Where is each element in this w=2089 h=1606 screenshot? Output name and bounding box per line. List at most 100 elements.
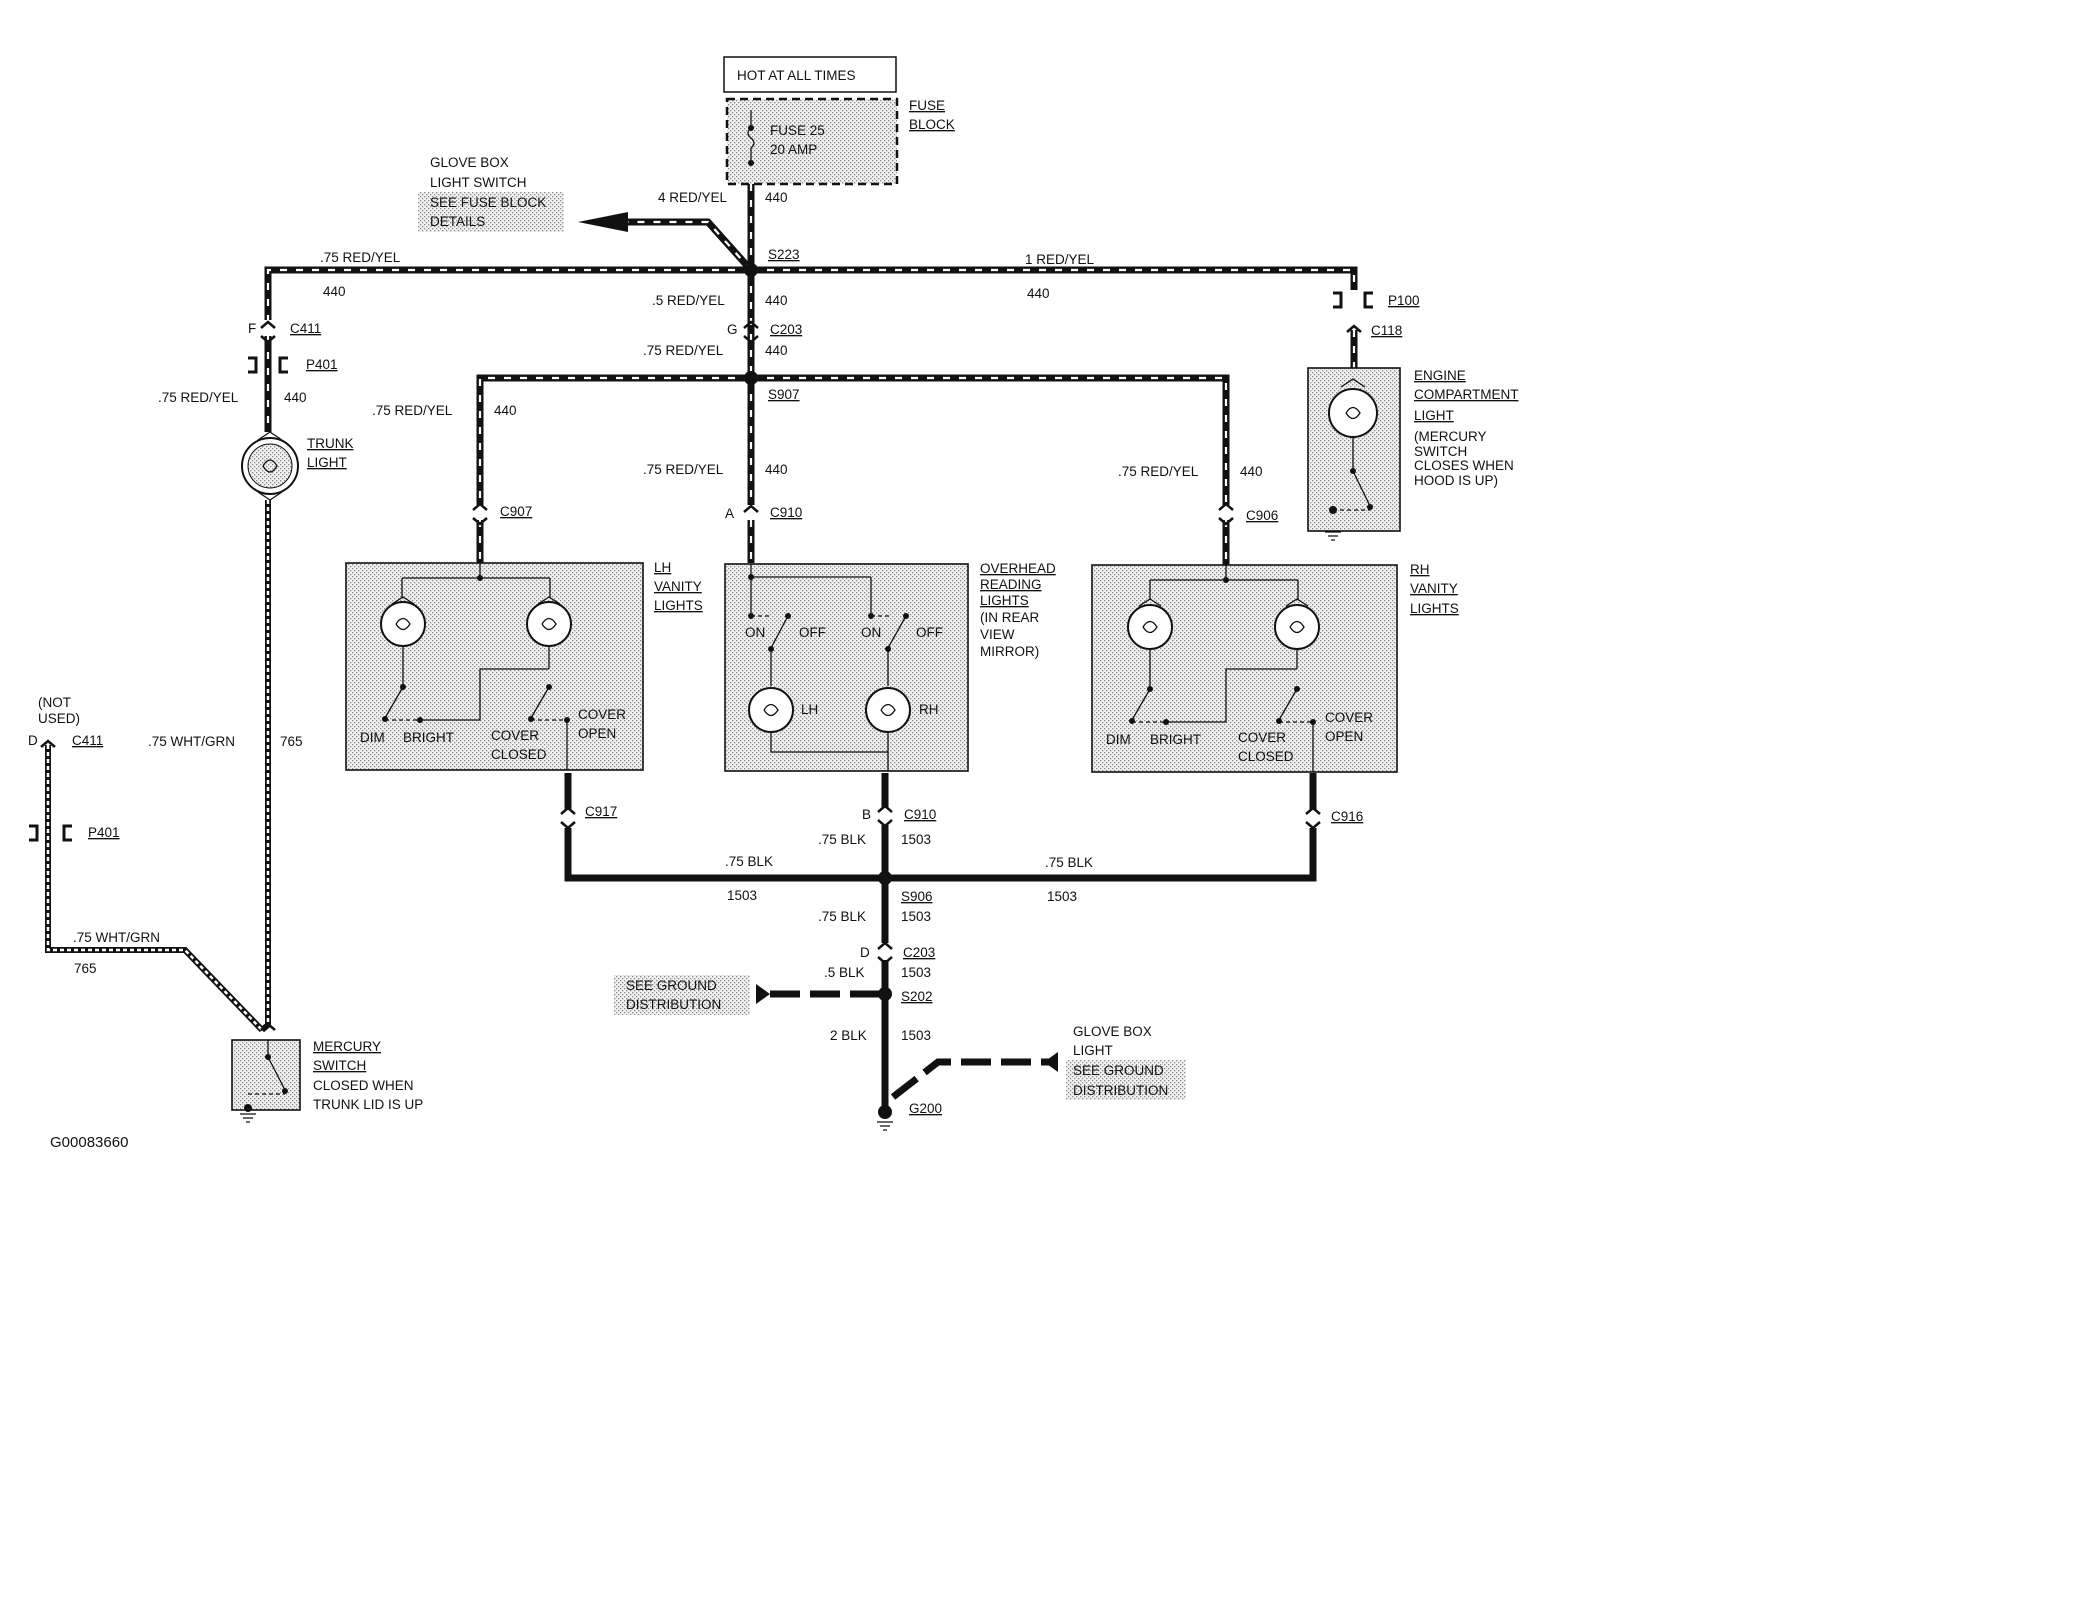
glovebox-see-link[interactable]: SEE FUSE BLOCK bbox=[430, 195, 546, 210]
ground-arrow-left bbox=[756, 984, 770, 1004]
connector-s223: S223 bbox=[768, 247, 800, 262]
fuse-label: FUSE 25 bbox=[770, 123, 825, 138]
circuit-label: 1503 bbox=[901, 965, 931, 980]
engine-note-3: CLOSES WHEN bbox=[1414, 458, 1514, 473]
connector-symbols bbox=[40, 320, 1362, 1031]
ground-icon bbox=[877, 1121, 893, 1131]
mercury-switch-note-2: TRUNK LID IS UP bbox=[313, 1097, 423, 1112]
wire-label: .75 RED/YEL bbox=[320, 250, 401, 265]
ground-arrow-right bbox=[1044, 1052, 1058, 1072]
rh-vanity-box bbox=[1091, 564, 1398, 773]
rh-vanity-label-3: LIGHTS bbox=[1410, 601, 1459, 616]
plug-brackets bbox=[29, 291, 1373, 842]
wire-label: .75 RED/YEL bbox=[372, 403, 453, 418]
connector-p401: P401 bbox=[306, 357, 338, 372]
engine-note-4: HOOD IS UP) bbox=[1414, 473, 1498, 488]
red-yel-wiring bbox=[264, 184, 1358, 565]
connector-c917: C917 bbox=[585, 804, 617, 819]
ground-see-link[interactable]: SEE GROUND bbox=[626, 978, 717, 993]
rh-vanity-label-2: VANITY bbox=[1410, 581, 1458, 596]
lamp-rh: RH bbox=[919, 702, 939, 717]
connector-s907: S907 bbox=[768, 387, 800, 402]
switch-bright: BRIGHT bbox=[1150, 732, 1201, 747]
wire-label: 4 RED/YEL bbox=[658, 190, 728, 205]
glovebox-switch-arrow bbox=[578, 212, 628, 232]
connector-c907: C907 bbox=[500, 504, 532, 519]
switch-dim: DIM bbox=[360, 730, 385, 745]
wire-label: .75 BLK bbox=[818, 832, 866, 847]
switch-closed: CLOSED bbox=[491, 747, 547, 762]
connector-c916: C916 bbox=[1331, 809, 1363, 824]
circuit-label: 1503 bbox=[901, 832, 931, 847]
engine-light-label: ENGINE bbox=[1414, 368, 1466, 383]
engine-note-2: SWITCH bbox=[1414, 444, 1467, 459]
connector-c906: C906 bbox=[1246, 508, 1278, 523]
connector-c910-b: C910 bbox=[904, 807, 936, 822]
ground-see-bg-right bbox=[1066, 1060, 1186, 1100]
circuit-label: 440 bbox=[765, 462, 788, 477]
connector-c411: C411 bbox=[290, 321, 321, 336]
splice-s907 bbox=[744, 371, 758, 385]
mercury-switch-note: CLOSED WHEN bbox=[313, 1078, 414, 1093]
glovebox-see-link-2[interactable]: DETAILS bbox=[430, 214, 485, 229]
wire-label: 1 RED/YEL bbox=[1025, 252, 1095, 267]
wire-label: .75 RED/YEL bbox=[643, 462, 724, 477]
connector-c203: C203 bbox=[770, 322, 802, 337]
lh-vanity-label: LH bbox=[654, 560, 671, 575]
engine-light-label-3: LIGHT bbox=[1414, 408, 1454, 423]
switch-cover: COVER bbox=[578, 707, 626, 722]
ground-see-link-2[interactable]: DISTRIBUTION bbox=[626, 997, 721, 1012]
splice-s202 bbox=[878, 987, 892, 1001]
pin-label: D bbox=[860, 945, 870, 960]
not-used-label-2: USED) bbox=[38, 711, 80, 726]
pin-label: F bbox=[248, 321, 256, 336]
wire-label: .5 RED/YEL bbox=[652, 293, 725, 308]
circuit-label: 765 bbox=[280, 734, 303, 749]
switch-cover: COVER bbox=[1238, 730, 1286, 745]
text-labels: GLOVE BOX LIGHT SWITCH SEE FUSE BLOCK DE… bbox=[28, 155, 1519, 1151]
circuit-label: 1503 bbox=[901, 909, 931, 924]
glovebox-light-label-2: LIGHT bbox=[1073, 1043, 1113, 1058]
overhead-label-3: LIGHTS bbox=[980, 593, 1029, 608]
overhead-label: OVERHEAD bbox=[980, 561, 1056, 576]
glovebox-switch-title: GLOVE BOX bbox=[430, 155, 509, 170]
ground-g200 bbox=[878, 1105, 892, 1119]
trunk-light-label: TRUNK bbox=[307, 436, 354, 451]
connector-p100: P100 bbox=[1388, 293, 1420, 308]
engine-note: (MERCURY bbox=[1414, 429, 1487, 444]
wire-label: .75 RED/YEL bbox=[158, 390, 239, 405]
circuit-label: 1503 bbox=[727, 888, 757, 903]
pin-label: A bbox=[725, 506, 734, 521]
connector-c118: C118 bbox=[1371, 323, 1402, 338]
ground-see-link-4[interactable]: DISTRIBUTION bbox=[1073, 1083, 1168, 1098]
circuit-label: 440 bbox=[765, 190, 788, 205]
wiring-diagram: HOT AT ALL TIMES FUSE 25 20 AMP FUSE BLO… bbox=[28, 56, 1519, 1151]
glovebox-see-bg bbox=[418, 192, 564, 232]
overhead-note-2: VIEW bbox=[980, 627, 1015, 642]
switch-on: ON bbox=[861, 625, 881, 640]
lh-vanity-label-3: LIGHTS bbox=[654, 598, 703, 613]
circuit-label: 1503 bbox=[1047, 889, 1077, 904]
connector-c203-d: C203 bbox=[903, 945, 935, 960]
figure-id: G00083660 bbox=[50, 1134, 128, 1151]
switch-off: OFF bbox=[916, 625, 943, 640]
fuse-block-label-2: BLOCK bbox=[909, 117, 955, 132]
switch-bright: BRIGHT bbox=[403, 730, 454, 745]
splice-s223 bbox=[744, 263, 758, 277]
ground-see-link-3[interactable]: SEE GROUND bbox=[1073, 1063, 1164, 1078]
glovebox-light-label: GLOVE BOX bbox=[1073, 1024, 1152, 1039]
wire-label: .75 BLK bbox=[818, 909, 866, 924]
not-used-label: (NOT bbox=[38, 695, 71, 710]
lh-vanity-box bbox=[345, 562, 644, 771]
trunk-light-bulb bbox=[241, 431, 299, 501]
svg-text:HOT AT ALL TIMES: HOT AT ALL TIMES bbox=[737, 68, 856, 83]
switch-dim: DIM bbox=[1106, 732, 1131, 747]
overhead-note: (IN REAR bbox=[980, 610, 1040, 625]
connector-g200: G200 bbox=[909, 1101, 942, 1116]
mercury-switch-label: MERCURY bbox=[313, 1039, 381, 1054]
circuit-label: 440 bbox=[765, 293, 788, 308]
switch-open: OPEN bbox=[1325, 729, 1363, 744]
connector-p401-b: P401 bbox=[88, 825, 120, 840]
fuse-block: FUSE 25 20 AMP bbox=[725, 97, 899, 186]
fuse-block-label: FUSE bbox=[909, 98, 945, 113]
